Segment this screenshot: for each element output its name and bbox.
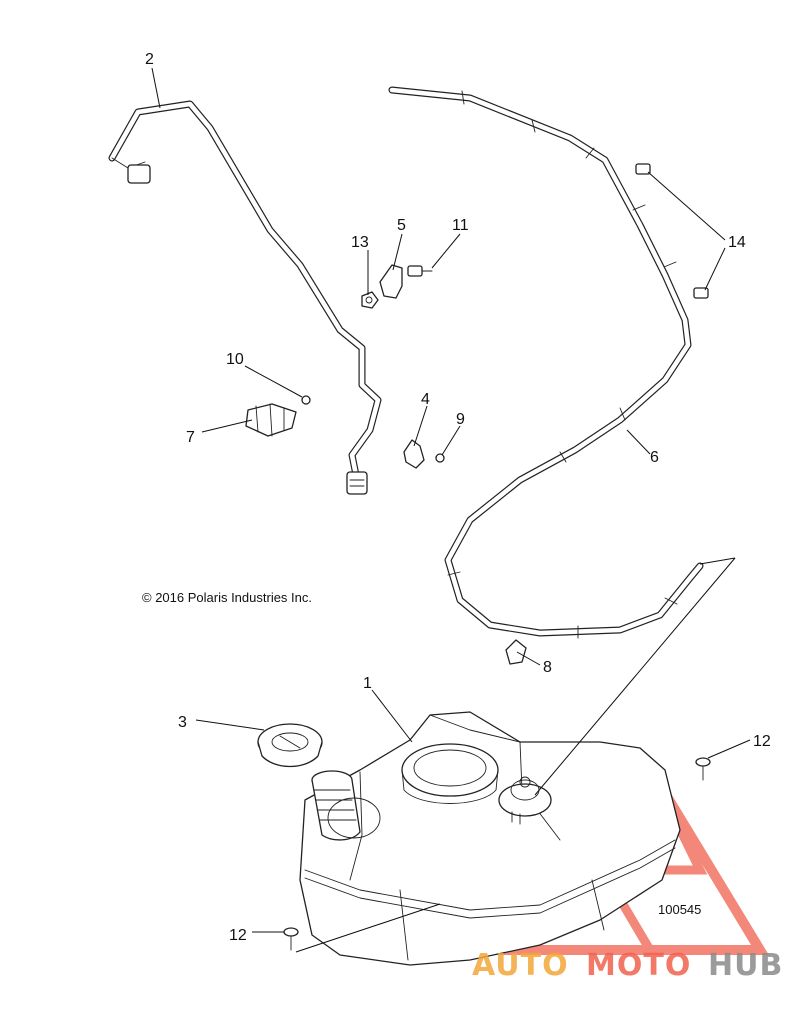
bolt-part-11 <box>407 265 433 277</box>
bracket-part-5 <box>379 264 403 299</box>
copyright-notice: © 2016 Polaris Industries Inc. <box>142 590 312 605</box>
clip-part-14 <box>635 163 709 299</box>
callout-7: 7 <box>186 429 195 446</box>
callout-2: 2 <box>145 51 154 68</box>
connector-part-8 <box>505 639 527 665</box>
callout-1: 1 <box>363 675 372 692</box>
watermark-auto: AUTO <box>472 948 569 983</box>
callout-3: 3 <box>178 714 187 731</box>
watermark-moto: MOTO <box>586 948 691 983</box>
clip-part-7 <box>245 403 297 437</box>
watermark-hub: HUB <box>708 948 783 983</box>
callout-9: 9 <box>456 411 465 428</box>
fastener-part-9 <box>435 453 445 463</box>
callout-8: 8 <box>543 659 552 676</box>
callout-6: 6 <box>650 449 659 466</box>
push-rivet-part-12 <box>283 757 711 951</box>
fuel-cap-part-3 <box>257 723 323 768</box>
callout-4: 4 <box>421 391 430 408</box>
nut-part-13 <box>361 291 379 309</box>
callout-12-lower: 12 <box>229 927 247 944</box>
figure-number: 100545 <box>658 902 701 917</box>
callout-5: 5 <box>397 217 406 234</box>
callout-14: 14 <box>728 234 746 251</box>
callout-13: 13 <box>351 234 369 251</box>
fuel-tank-part-1 <box>299 711 681 966</box>
callout-labels: 2 5 11 13 14 10 7 4 9 6 8 1 3 12 12 <box>145 51 771 944</box>
callout-11: 11 <box>452 217 469 234</box>
vent-hose-part-2 <box>108 100 382 495</box>
callout-12-upper: 12 <box>753 733 771 750</box>
callout-10: 10 <box>226 351 244 368</box>
watermark-text: AUTO MOTO HUB <box>472 948 783 983</box>
clamp-part-4 <box>403 439 425 469</box>
nut-part-10 <box>301 395 311 405</box>
vent-hose-part-6 <box>388 86 704 639</box>
leader-lines <box>151 67 751 953</box>
